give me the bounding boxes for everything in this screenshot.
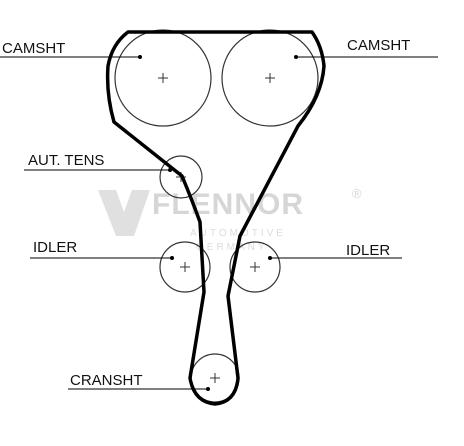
label-idler-right: IDLER [346, 242, 390, 259]
watermark-brand: FLENNOR [152, 188, 304, 221]
dot-auto-tensioner [168, 168, 172, 172]
watermark-subtitle-1: AUTOMOTIVE [190, 228, 286, 239]
idler-right-pulley [229, 241, 281, 293]
camshaft-left-pulley [114, 29, 212, 127]
dot-idler-left [170, 256, 174, 260]
dot-crankshaft [206, 387, 210, 391]
watermark-subtitle-2: GERMANY [196, 242, 268, 253]
label-camshaft-right: CAMSHT [347, 37, 410, 54]
dot-camshaft-right [294, 55, 298, 59]
label-crankshaft: CRANSHT [70, 372, 143, 389]
camshaft-right-pulley [221, 29, 319, 127]
dot-idler-right [268, 256, 272, 260]
label-auto-tensioner: AUT. TENS [28, 152, 104, 169]
watermark-registered: ® [352, 186, 362, 201]
idler-right-centre [250, 262, 260, 272]
auto-tensioner-pulley [159, 155, 203, 199]
idler-left-pulley [159, 241, 211, 293]
pulleys [114, 29, 319, 403]
labels: CAMSHT CAMSHT AUT. TENS IDLER IDLER CRAN… [2, 37, 410, 389]
watermark-logo-icon [98, 190, 150, 236]
leader-lines [0, 56, 438, 390]
dot-camshaft-left [138, 55, 142, 59]
timing-belt [105, 30, 326, 406]
leader-dots [138, 55, 298, 391]
idler-left-centre [180, 262, 190, 272]
camshaft-left-centre [158, 73, 168, 83]
label-idler-left: IDLER [33, 239, 77, 256]
crankshaft-centre [210, 373, 220, 383]
camshaft-right-centre [265, 73, 275, 83]
watermark: FLENNOR ® AUTOMOTIVE GERMANY [98, 186, 362, 253]
label-camshaft-left: CAMSHT [2, 40, 65, 57]
